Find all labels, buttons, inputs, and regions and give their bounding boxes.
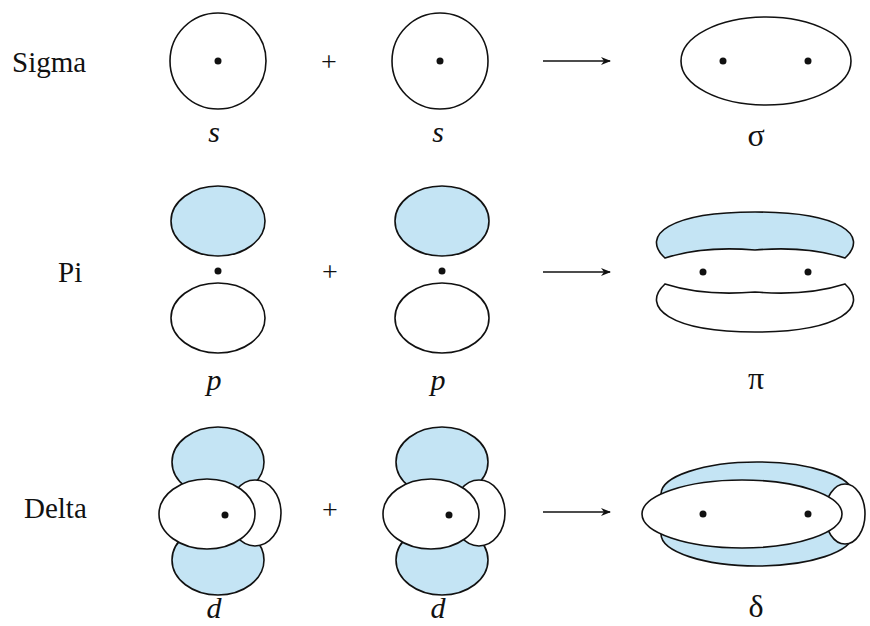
reaction-arrow	[543, 271, 610, 273]
p-lobe	[171, 283, 265, 353]
orbital-label: d	[431, 593, 446, 623]
reaction-arrow	[543, 511, 610, 513]
row-name: Pi	[58, 258, 82, 287]
s-orbital	[170, 13, 266, 109]
pi-lobe	[656, 284, 853, 332]
plus-sign: +	[321, 48, 337, 76]
p-lobe	[395, 186, 489, 256]
orbital-label: p	[207, 365, 222, 395]
pi-lobe	[656, 212, 853, 258]
plus-sign: +	[322, 496, 338, 524]
s-orbital	[392, 13, 488, 109]
d-lobe	[383, 479, 479, 549]
p-lobe	[395, 283, 489, 353]
reaction-arrow	[543, 60, 610, 62]
row-name: Delta	[24, 494, 87, 523]
orbital-label: s	[208, 117, 220, 147]
d-lobe	[159, 479, 255, 549]
bond-label: π	[748, 362, 764, 394]
row-name: Sigma	[12, 48, 86, 77]
p-lobe	[171, 186, 265, 256]
bond-label: σ	[747, 119, 764, 151]
orbital-label: d	[207, 593, 222, 623]
sigma-bond	[681, 17, 851, 105]
orbital-label: p	[431, 365, 446, 395]
plus-sign: +	[322, 258, 338, 286]
orbital-label: s	[432, 117, 444, 147]
delta-lobe	[642, 480, 842, 548]
bond-label: δ	[748, 590, 763, 622]
